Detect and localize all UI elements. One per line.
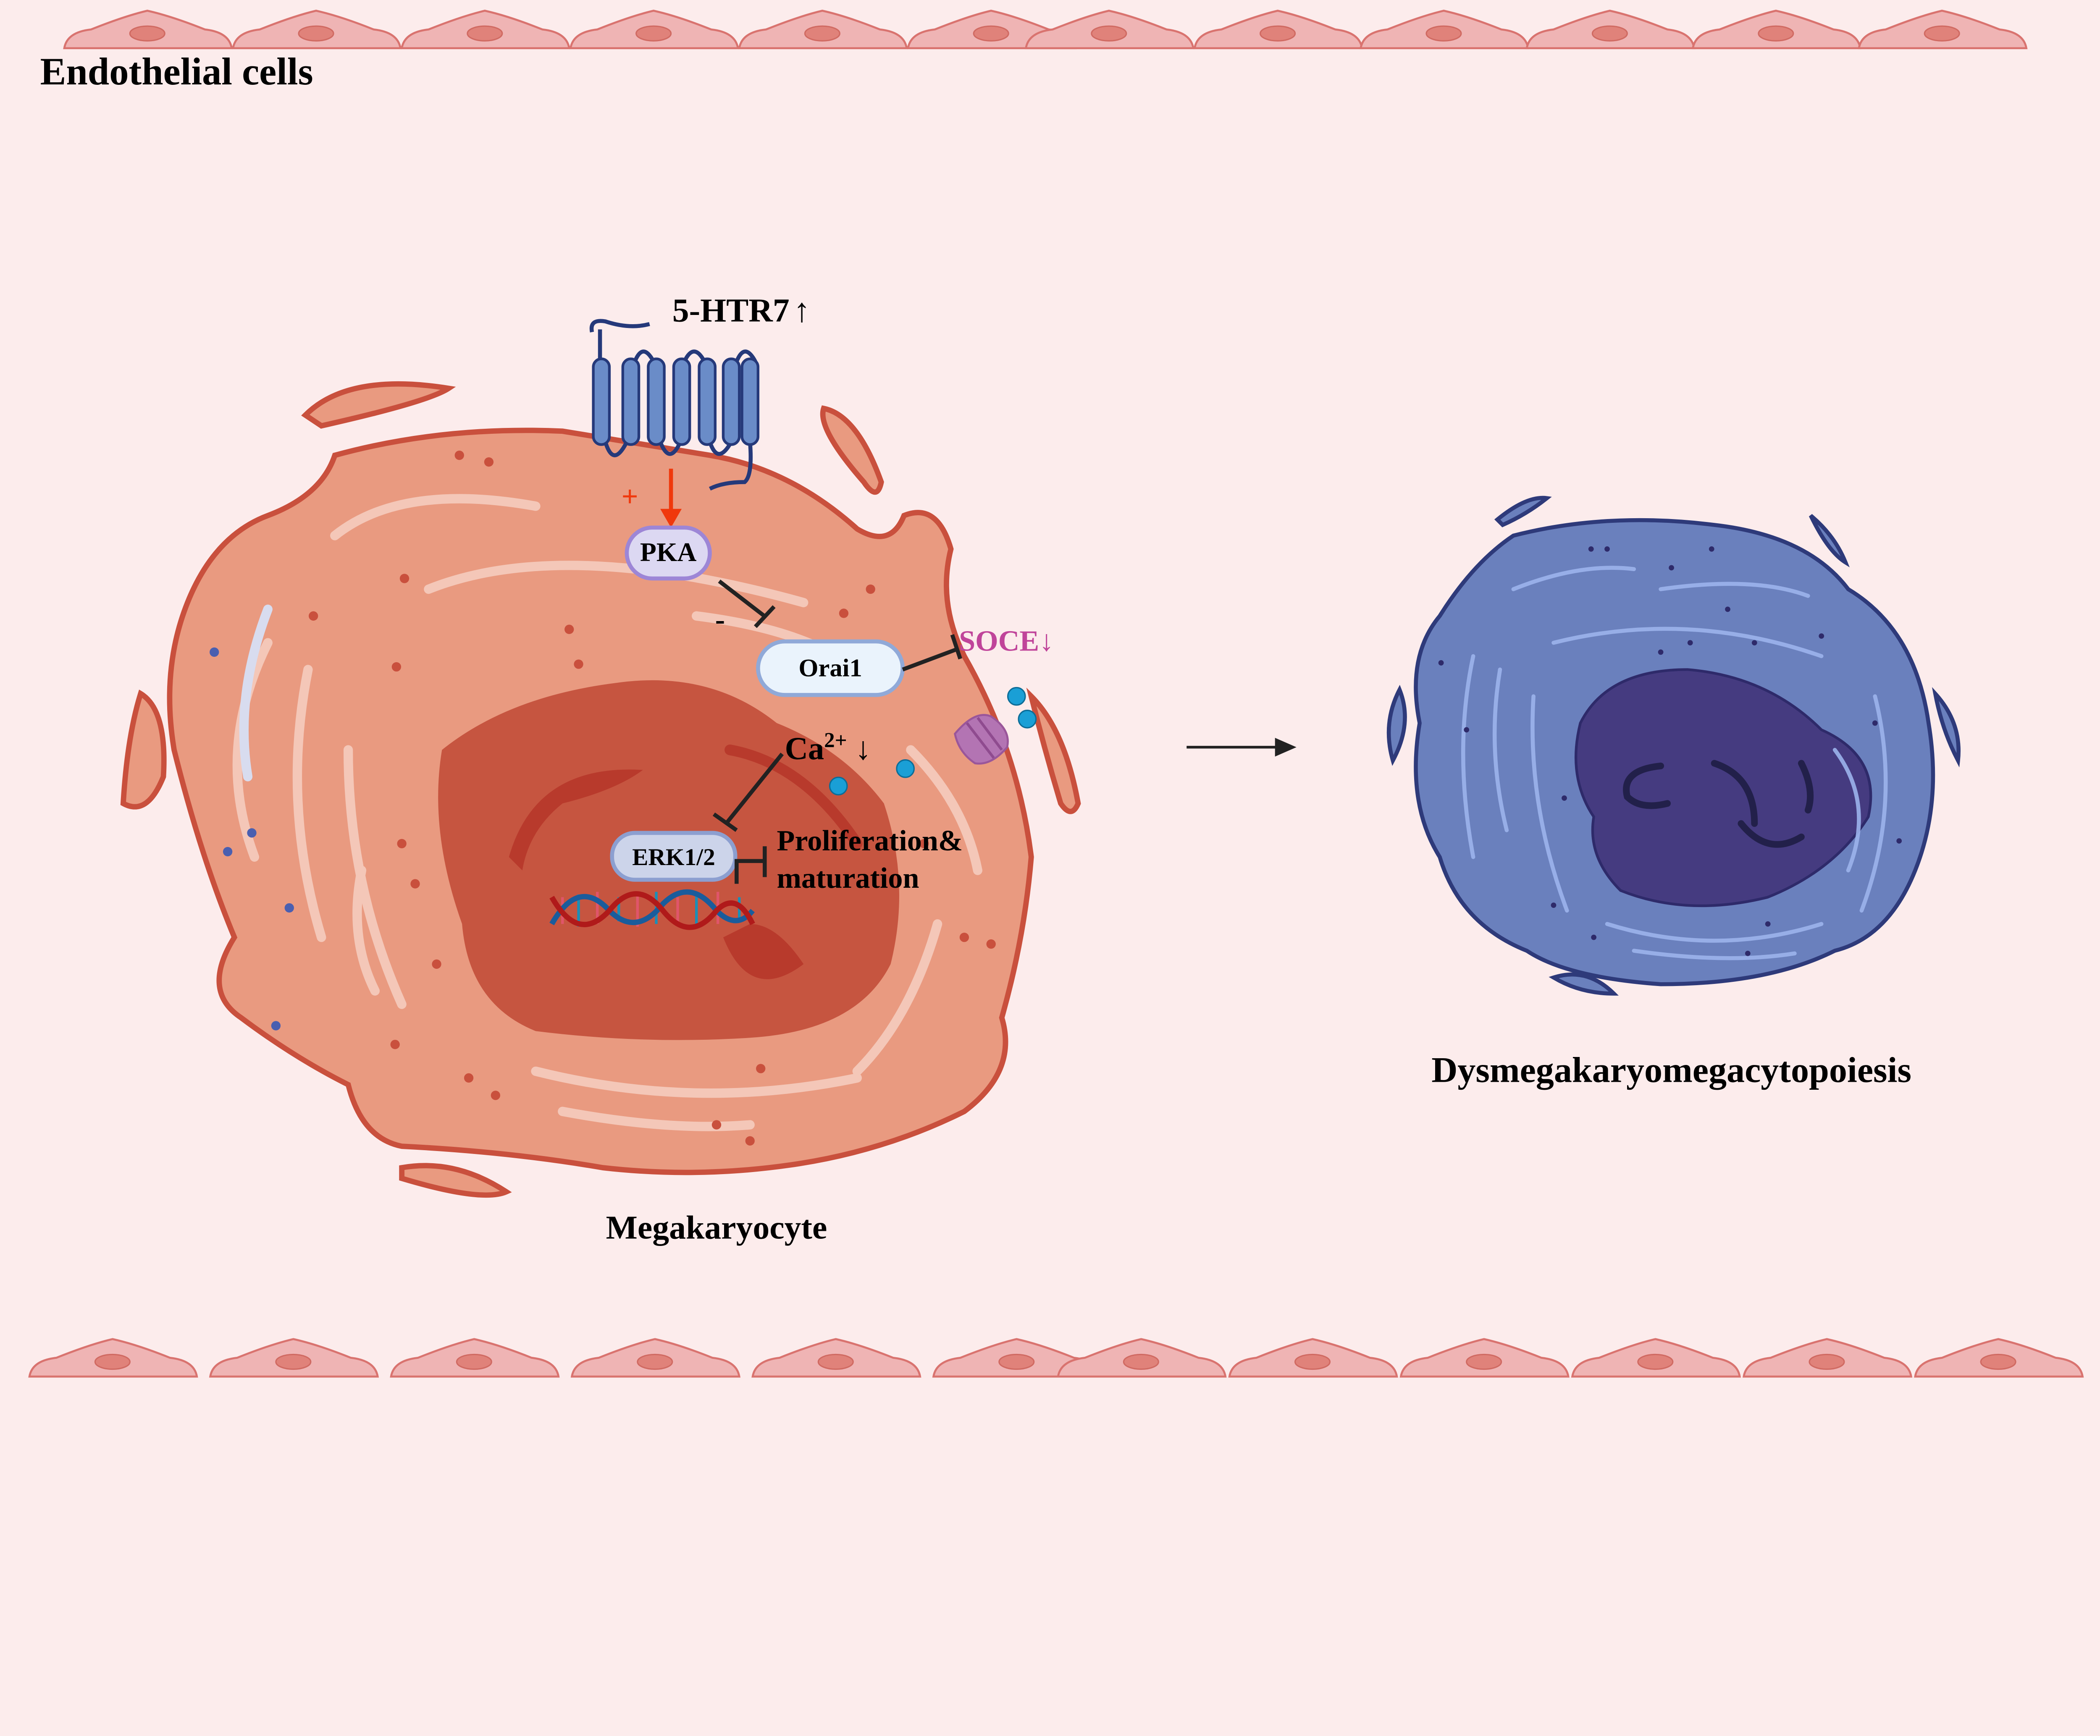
5-htr7-receptor-icon bbox=[589, 319, 760, 491]
erk-label: ERK1/2 bbox=[632, 844, 715, 871]
receptor-label: 5-HTR7↑ bbox=[672, 292, 810, 329]
plus-sign: + bbox=[622, 480, 638, 513]
outcome-label-line1: Proliferation& bbox=[777, 824, 963, 857]
soce-label: SOCE↓ bbox=[959, 625, 1054, 658]
activation-arrowhead bbox=[660, 509, 682, 528]
megakaryocyte-cell bbox=[120, 381, 1081, 1198]
inhibition-bar bbox=[950, 634, 962, 660]
calcium-ions-icon bbox=[829, 687, 1037, 796]
dysmegakaryocyte-cell bbox=[1386, 496, 1961, 996]
inhibition-bar bbox=[753, 605, 776, 628]
dna-icon bbox=[549, 889, 755, 930]
pka-label: PKA bbox=[640, 537, 697, 567]
transition-arrowhead bbox=[1275, 738, 1297, 757]
endothelial-label: Endothelial cells bbox=[40, 50, 313, 93]
orai1-label: Orai1 bbox=[798, 654, 862, 682]
minus-sign: - bbox=[715, 603, 725, 636]
erk-node bbox=[610, 831, 738, 882]
inhibition-line-pka-orai1 bbox=[718, 580, 767, 619]
megakaryocyte-label: Megakaryocyte bbox=[606, 1209, 827, 1246]
inhibition-bar bbox=[712, 812, 738, 832]
outcome-label-line2: maturation bbox=[777, 862, 919, 894]
dysmegakaryomegacytopoiesis-label: Dysmegakaryomegacytopoiesis bbox=[1431, 1050, 1911, 1090]
diagram-canvas: Endothelial cells bbox=[28, 10, 2084, 1378]
inhibition-line-ca-erk bbox=[725, 753, 784, 823]
calcium-channel-icon bbox=[954, 714, 1009, 765]
calcium-label: Ca2+↓ bbox=[785, 729, 871, 766]
inhibition-line-orai1-soce bbox=[902, 648, 957, 671]
inhibition-line-erk-proliferation bbox=[735, 859, 764, 884]
pka-node bbox=[625, 525, 712, 581]
